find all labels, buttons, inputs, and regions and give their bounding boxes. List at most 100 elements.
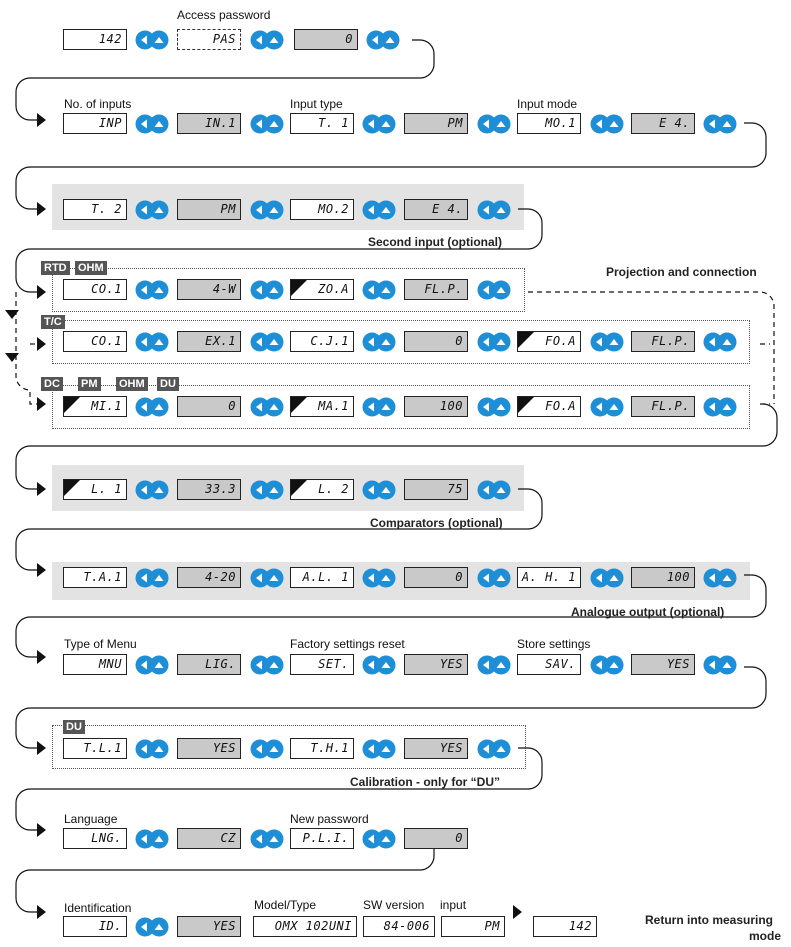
flow-arrow-icon	[37, 650, 46, 664]
display-r9-2: LIG.	[177, 654, 241, 675]
up-down-arrow-button-icon	[250, 332, 284, 352]
display-r4-3: ZO.A	[290, 279, 354, 300]
up-down-arrow-button-icon	[250, 200, 284, 220]
display-r5-2: EX.1	[177, 331, 241, 352]
up-down-arrow-button-icon	[362, 480, 396, 500]
label-input-type: Input type	[290, 97, 343, 111]
up-down-arrow-button-icon	[477, 114, 511, 134]
label-model-type: Model/Type	[254, 898, 317, 912]
up-down-arrow-button-icon	[135, 829, 169, 849]
display-r2-2: IN.1	[177, 113, 241, 134]
display-r8-1: T.A.1	[63, 567, 127, 588]
up-down-arrow-button-icon	[250, 655, 284, 675]
display-r6-4: 100	[404, 396, 468, 417]
down-arrow-icon	[5, 310, 19, 319]
caption-comparators: Comparators (optional)	[370, 516, 503, 530]
display-r7-2: 33.3	[177, 479, 241, 500]
up-down-arrow-button-icon	[135, 397, 169, 417]
up-down-arrow-button-icon	[362, 332, 396, 352]
display-r2-5: MO.1	[517, 113, 581, 134]
display-r11-4: 0	[404, 828, 468, 849]
display-r2-1: INP	[63, 113, 127, 134]
up-down-arrow-button-icon	[477, 397, 511, 417]
flow-arrow-icon	[513, 905, 522, 919]
up-down-arrow-button-icon	[590, 655, 624, 675]
label-language: Language	[64, 812, 118, 826]
tag-rtd: RTD	[41, 261, 70, 275]
up-down-arrow-button-icon	[250, 829, 284, 849]
display-r12-2: YES	[177, 916, 241, 937]
tag-dc: DC	[41, 377, 63, 391]
display-r9-6: YES	[631, 654, 695, 675]
display-r10-4: YES	[404, 738, 468, 759]
display-r5-5: FO.A	[517, 331, 581, 352]
tag-du: DU	[157, 377, 179, 391]
dc-pm-ohm-du-group	[52, 385, 750, 429]
caption-return-1: Return into measuring	[645, 913, 774, 927]
display-r11-3: P.L.I.	[290, 828, 354, 849]
caption-second-input: Second input (optional)	[368, 235, 502, 249]
up-down-arrow-button-icon	[362, 739, 396, 759]
display-r1-2: PAS	[177, 29, 241, 50]
display-r8-3: A.L. 1	[290, 567, 354, 588]
display-r1-1: 142	[63, 29, 127, 50]
up-down-arrow-button-icon	[135, 480, 169, 500]
up-down-arrow-button-icon	[477, 480, 511, 500]
display-r9-5: SAV.	[517, 654, 581, 675]
du-calibration-group	[52, 725, 526, 769]
tag-ohm: OHM	[75, 261, 107, 275]
up-down-arrow-button-icon	[135, 114, 169, 134]
up-down-arrow-button-icon	[135, 739, 169, 759]
label-no-inputs: No. of inputs	[64, 97, 132, 111]
display-r5-3: C.J.1	[290, 331, 354, 352]
display-r3-2: PM	[177, 199, 241, 220]
up-down-arrow-button-icon	[250, 280, 284, 300]
up-down-arrow-button-icon	[250, 480, 284, 500]
up-down-arrow-button-icon	[477, 200, 511, 220]
display-r2-4: PM	[404, 113, 468, 134]
display-r2-6: E 4.	[631, 113, 695, 134]
tag-pm: PM	[78, 377, 101, 391]
tag-du-calibration: DU	[63, 720, 85, 734]
display-r10-1: T.L.1	[63, 738, 127, 759]
display-r5-4: 0	[404, 331, 468, 352]
up-down-arrow-button-icon	[703, 397, 737, 417]
flow-arrow-icon	[37, 337, 46, 351]
display-r8-6: 100	[631, 567, 695, 588]
down-arrow-icon	[5, 353, 19, 362]
display-r7-4: 75	[404, 479, 468, 500]
display-r6-1: MI.1	[63, 396, 127, 417]
display-r12-1: ID.	[63, 916, 127, 937]
tag-ohm-2: OHM	[116, 377, 148, 391]
up-down-arrow-button-icon	[135, 332, 169, 352]
display-r6-3: MA.1	[290, 396, 354, 417]
flow-arrow-icon	[37, 741, 46, 755]
caption-projection: Projection and connection	[606, 265, 757, 279]
up-down-arrow-button-icon	[703, 332, 737, 352]
up-down-arrow-button-icon	[477, 568, 511, 588]
display-r5-6: FL.P.	[631, 331, 695, 352]
label-factory-reset: Factory settings reset	[290, 637, 405, 651]
up-down-arrow-button-icon	[590, 568, 624, 588]
display-r3-3: MO.2	[290, 199, 354, 220]
display-r8-4: 0	[404, 567, 468, 588]
flow-arrow-icon	[37, 202, 46, 216]
display-r1-3: 0	[294, 29, 358, 50]
display-r7-3: L. 2	[290, 479, 354, 500]
tag-tc: T/C	[41, 315, 65, 329]
display-r8-2: 4-20	[177, 567, 241, 588]
flow-arrow-icon	[37, 823, 46, 837]
caption-analogue: Analogue output (optional)	[571, 605, 725, 619]
flow-arrow-icon	[37, 285, 46, 299]
up-down-arrow-button-icon	[477, 739, 511, 759]
display-r2-3: T. 1	[290, 113, 354, 134]
label-store: Store settings	[517, 637, 591, 651]
up-down-arrow-button-icon	[250, 30, 284, 50]
display-r3-4: E 4.	[404, 199, 468, 220]
flow-arrow-icon	[37, 113, 46, 127]
up-down-arrow-button-icon	[590, 397, 624, 417]
label-sw-version: SW version	[363, 898, 425, 912]
display-r12-3: OMX 102UNI	[253, 916, 357, 937]
display-r9-4: YES	[404, 654, 468, 675]
up-down-arrow-button-icon	[703, 655, 737, 675]
